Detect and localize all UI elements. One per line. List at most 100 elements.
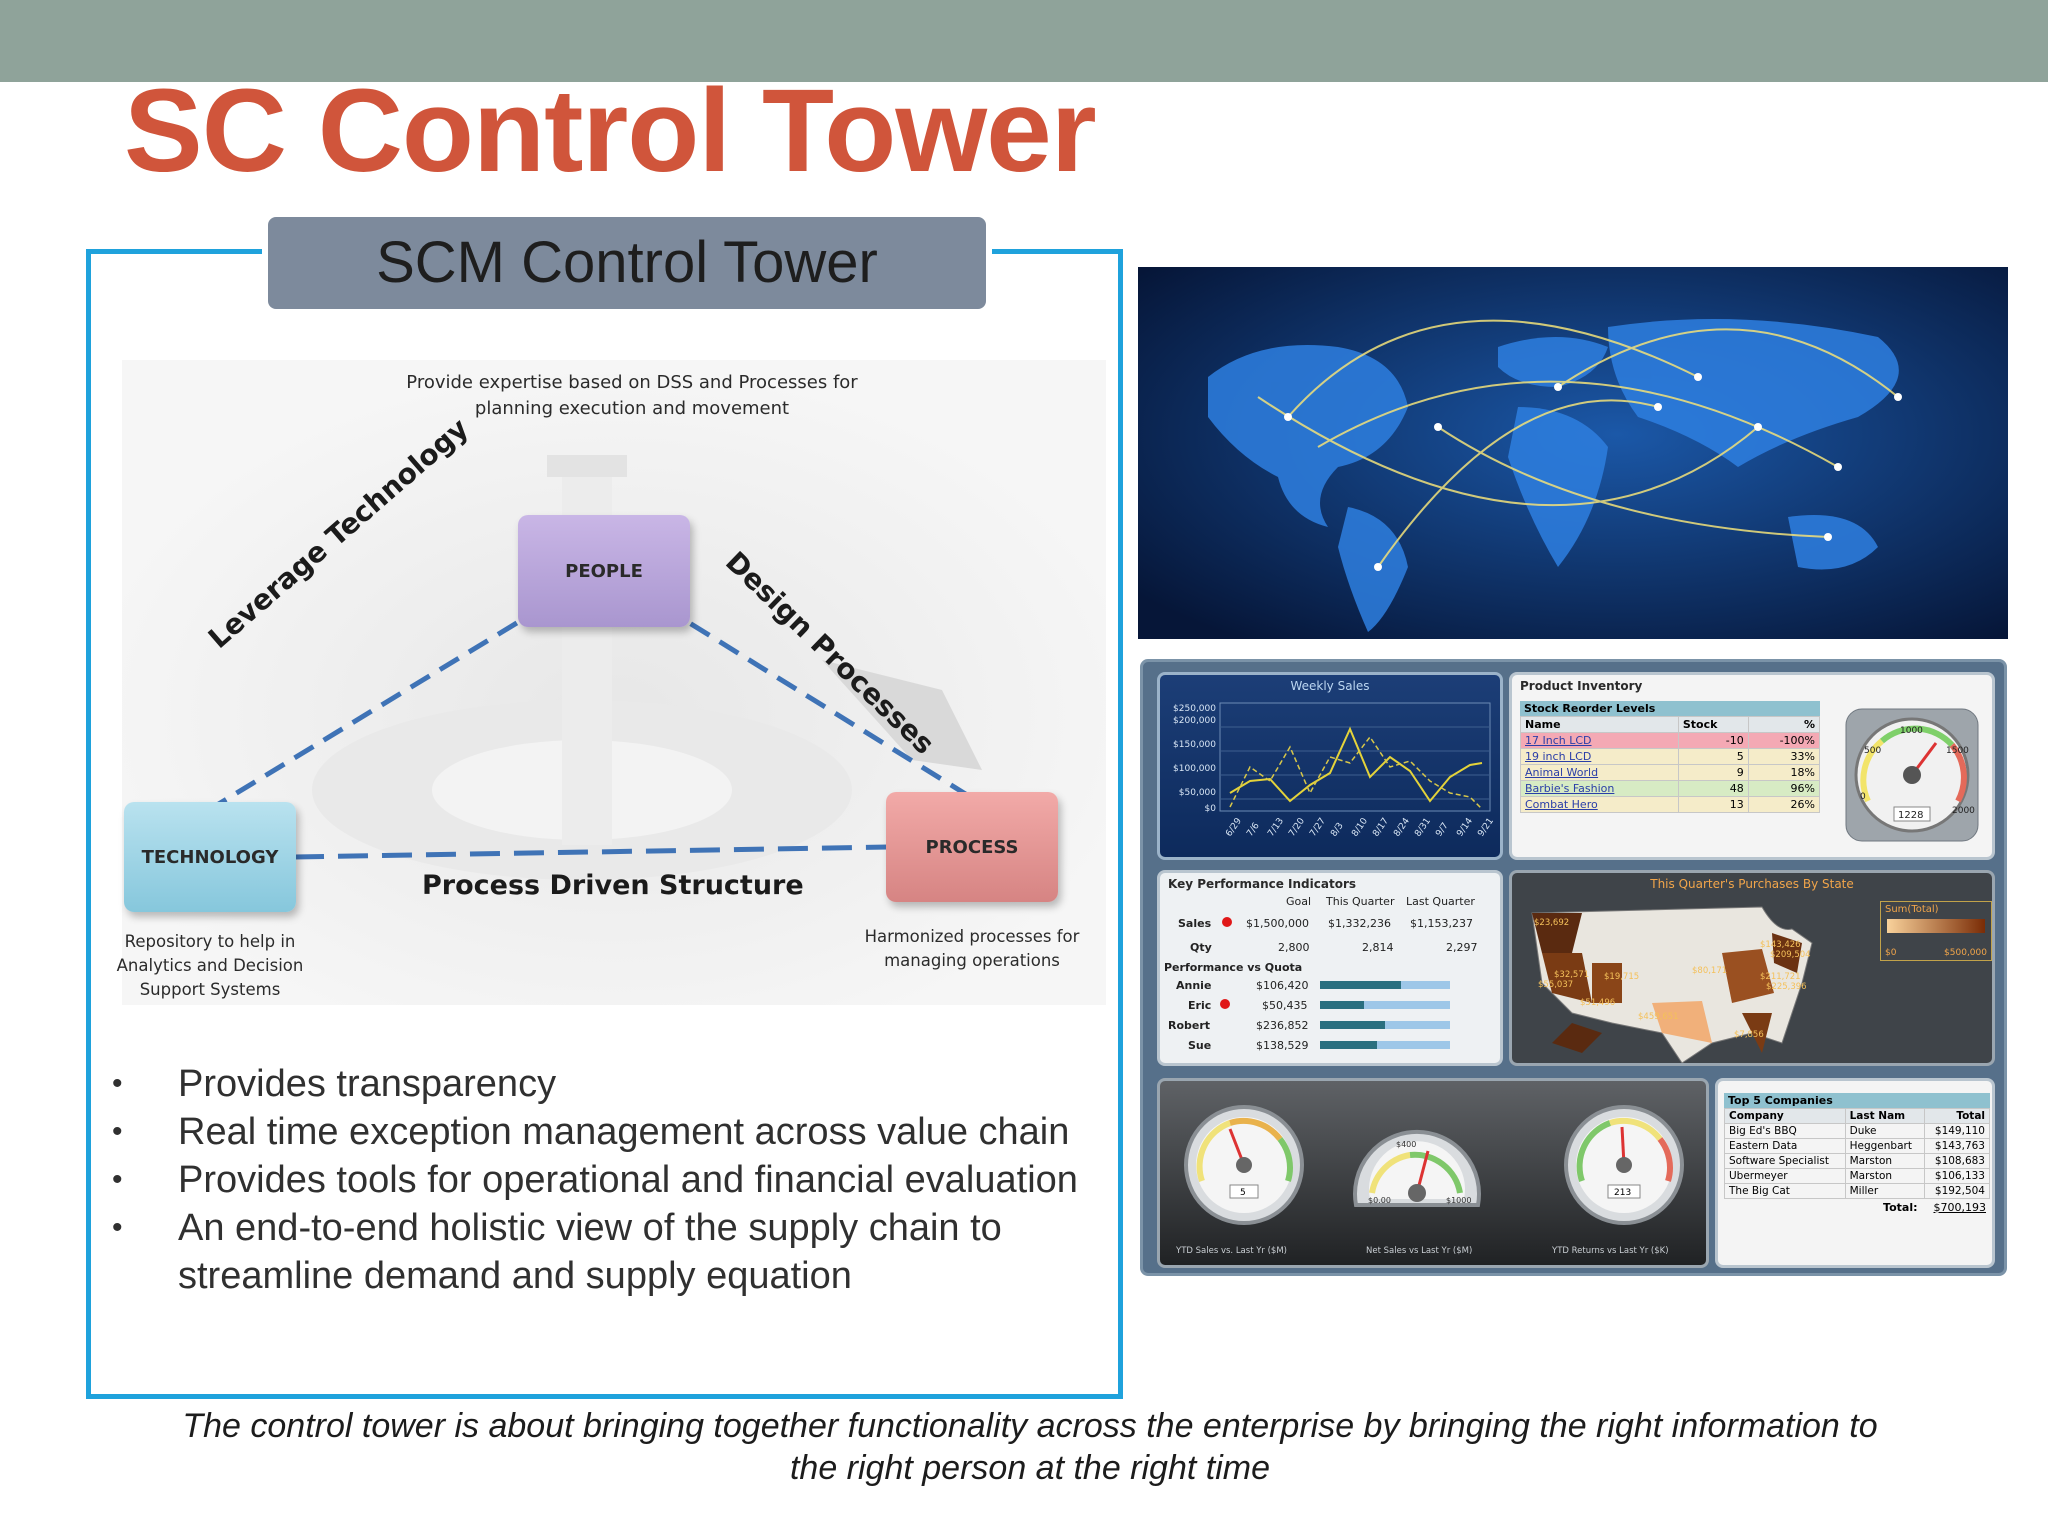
svg-text:$209,504: $209,504 xyxy=(1770,950,1811,960)
bullet-item: Provides tools for operational and finan… xyxy=(110,1156,1110,1204)
svg-text:$400: $400 xyxy=(1396,1140,1416,1149)
stock-table: Name Stock % 17 Inch LCD -10 -100% 19 in… xyxy=(1520,716,1821,813)
benefit-list: Provides transparency Real time exceptio… xyxy=(110,1060,1110,1300)
alert-dot-icon xyxy=(1222,917,1232,927)
column-header[interactable]: Last Nam xyxy=(1844,1108,1925,1124)
product-inventory-panel: Product Inventory Stock Reorder Levels N… xyxy=(1509,672,1995,860)
edge-label-process-driven-structure: Process Driven Structure xyxy=(422,870,804,901)
column-header[interactable]: Stock xyxy=(1677,716,1749,733)
alert-dot-icon xyxy=(1220,999,1230,1009)
kpi-title: Key Performance Indicators xyxy=(1168,877,1356,891)
x-tick: 7/27 xyxy=(1308,816,1328,838)
quota-bar xyxy=(1320,1001,1450,1009)
legend-gradient xyxy=(1887,919,1985,933)
kpi-label: Sales xyxy=(1178,917,1212,930)
svg-text:$7,856: $7,856 xyxy=(1734,1030,1764,1040)
x-tick: 7/20 xyxy=(1287,816,1307,839)
x-tick: 8/31 xyxy=(1413,816,1433,838)
x-tick: 9/14 xyxy=(1455,816,1475,839)
quota-bar xyxy=(1320,1041,1450,1049)
slide-caption: The control tower is about bringing toge… xyxy=(182,1407,1878,1487)
state-purchases-panel: This Quarter's Purchases By State $23,69… xyxy=(1509,870,1995,1066)
gauge-row-panel: 5 YTD Sales vs. Last Yr ($M) $400 $0.00 … xyxy=(1157,1078,1709,1268)
table-row: Combat Hero 13 26% xyxy=(1520,796,1821,813)
city-lights xyxy=(1284,373,1902,571)
x-tick: 6/29 xyxy=(1224,816,1244,839)
top-accent-bar xyxy=(0,0,2048,82)
quota-bar xyxy=(1320,981,1450,989)
net-sales-gauge: $400 $0.00 $1000 Net Sales vs Last Yr ($… xyxy=(1353,1129,1481,1256)
x-tick: 8/17 xyxy=(1371,816,1391,838)
gauge-value: 5 xyxy=(1240,1188,1246,1198)
us-state-map: $23,692 $143,426 $209,504 $32,571 $19,71… xyxy=(1531,906,1813,1063)
process-note: Harmonized processes for managing operat… xyxy=(864,927,1080,970)
product-link[interactable]: Animal World xyxy=(1520,764,1679,781)
gauge-caption: YTD Returns vs Last Yr ($K) xyxy=(1551,1246,1669,1256)
gauge-set: 5 YTD Sales vs. Last Yr ($M) $400 $0.00 … xyxy=(1175,1105,1684,1256)
table-row: Barbie's Fashion 48 96% xyxy=(1520,780,1821,797)
table-row: 19 inch LCD 5 33% xyxy=(1520,748,1821,765)
slide-title: SC Control Tower xyxy=(124,65,1097,197)
inventory-gauge: 1000 500 1500 0 2000 1228 xyxy=(1845,708,1979,842)
stock-reorder-title: Stock Reorder Levels xyxy=(1520,701,1820,716)
bullet-item: Real time exception management across va… xyxy=(110,1108,1110,1156)
gauge-label: 2000 xyxy=(1952,806,1975,816)
column-header[interactable]: Name xyxy=(1520,716,1679,733)
svg-text:$19,715: $19,715 xyxy=(1604,972,1639,982)
product-link[interactable]: Barbie's Fashion xyxy=(1520,780,1679,797)
svg-text:$0.00: $0.00 xyxy=(1368,1196,1391,1205)
svg-text:$32,571: $32,571 xyxy=(1554,970,1589,980)
column-header[interactable]: Total xyxy=(1923,1108,1991,1124)
bullet-item: Provides transparency xyxy=(110,1060,1110,1108)
kpi-header-goal: Goal xyxy=(1286,895,1312,908)
kpi-label: Qty xyxy=(1190,941,1212,954)
map-legend: Sum(Total) $0 $500,000 xyxy=(1880,901,1992,961)
gauge-caption: YTD Sales vs. Last Yr ($M) xyxy=(1175,1246,1287,1256)
kpi-header-last-quarter: Last Quarter xyxy=(1406,895,1475,908)
state-value-labels: $23,692 $143,426 $209,504 $32,571 $19,71… xyxy=(1534,918,1811,1040)
svg-text:$55,037: $55,037 xyxy=(1538,980,1573,990)
node-technology: TECHNOLOGY xyxy=(124,802,296,912)
svg-text:$1000: $1000 xyxy=(1446,1196,1471,1205)
gauge-label: 0 xyxy=(1860,792,1866,802)
column-header[interactable]: Company xyxy=(1724,1108,1846,1124)
gauge-value: 1228 xyxy=(1898,810,1923,821)
dashboard-screenshot: Weekly Sales $250,000 $200,000 $150,000 … xyxy=(1140,659,2007,1276)
weekly-sales-panel: Weekly Sales $250,000 $200,000 $150,000 … xyxy=(1157,672,1503,860)
x-tick: 9/7 xyxy=(1434,821,1450,839)
gauge-label: 500 xyxy=(1864,746,1881,756)
y-tick: $150,000 xyxy=(1173,740,1216,750)
product-link[interactable]: 19 inch LCD xyxy=(1520,748,1679,765)
svg-text:$459,651: $459,651 xyxy=(1638,1012,1679,1022)
top5-total-row: Total: $700,193 xyxy=(1724,1199,1990,1216)
kpi-header-this-quarter: This Quarter xyxy=(1326,895,1395,908)
ytd-sales-gauge: 5 YTD Sales vs. Last Yr ($M) xyxy=(1175,1105,1304,1256)
x-tick: 8/3 xyxy=(1329,821,1345,839)
network-arcs xyxy=(1257,319,1899,568)
column-header[interactable]: % xyxy=(1747,716,1821,733)
bullet-item: An end-to-end holistic view of the suppl… xyxy=(110,1204,1110,1300)
table-row: Animal World 9 18% xyxy=(1520,764,1821,781)
weekly-sales-title: Weekly Sales xyxy=(1290,679,1370,693)
top-note: Provide expertise based on DSS and Proce… xyxy=(406,372,858,419)
svg-text:$23,692: $23,692 xyxy=(1534,918,1569,928)
frame-title: SCM Control Tower xyxy=(268,217,986,309)
node-people: PEOPLE xyxy=(518,515,690,627)
total-label: Total: xyxy=(1883,1201,1918,1214)
edge-technology-process xyxy=(293,844,889,860)
x-tick: 7/13 xyxy=(1266,816,1286,838)
weekly-sales-chart: $250,000 $200,000 $150,000 $100,000 $50,… xyxy=(1173,702,1496,839)
x-ticks: 6/29 7/6 7/13 7/20 7/27 8/3 8/10 8/17 8/… xyxy=(1224,816,1496,839)
svg-text:$51,496: $51,496 xyxy=(1580,998,1615,1008)
product-link[interactable]: Combat Hero xyxy=(1520,796,1679,813)
y-tick: $200,000 xyxy=(1173,716,1216,726)
inventory-title: Product Inventory xyxy=(1520,679,1643,693)
product-link[interactable]: 17 Inch LCD xyxy=(1520,732,1679,749)
total-value: $700,193 xyxy=(1933,1201,1987,1214)
tower-shaft-shape xyxy=(562,455,612,845)
control-tower-diagram: Provide expertise based on DSS and Proce… xyxy=(117,360,1106,1005)
